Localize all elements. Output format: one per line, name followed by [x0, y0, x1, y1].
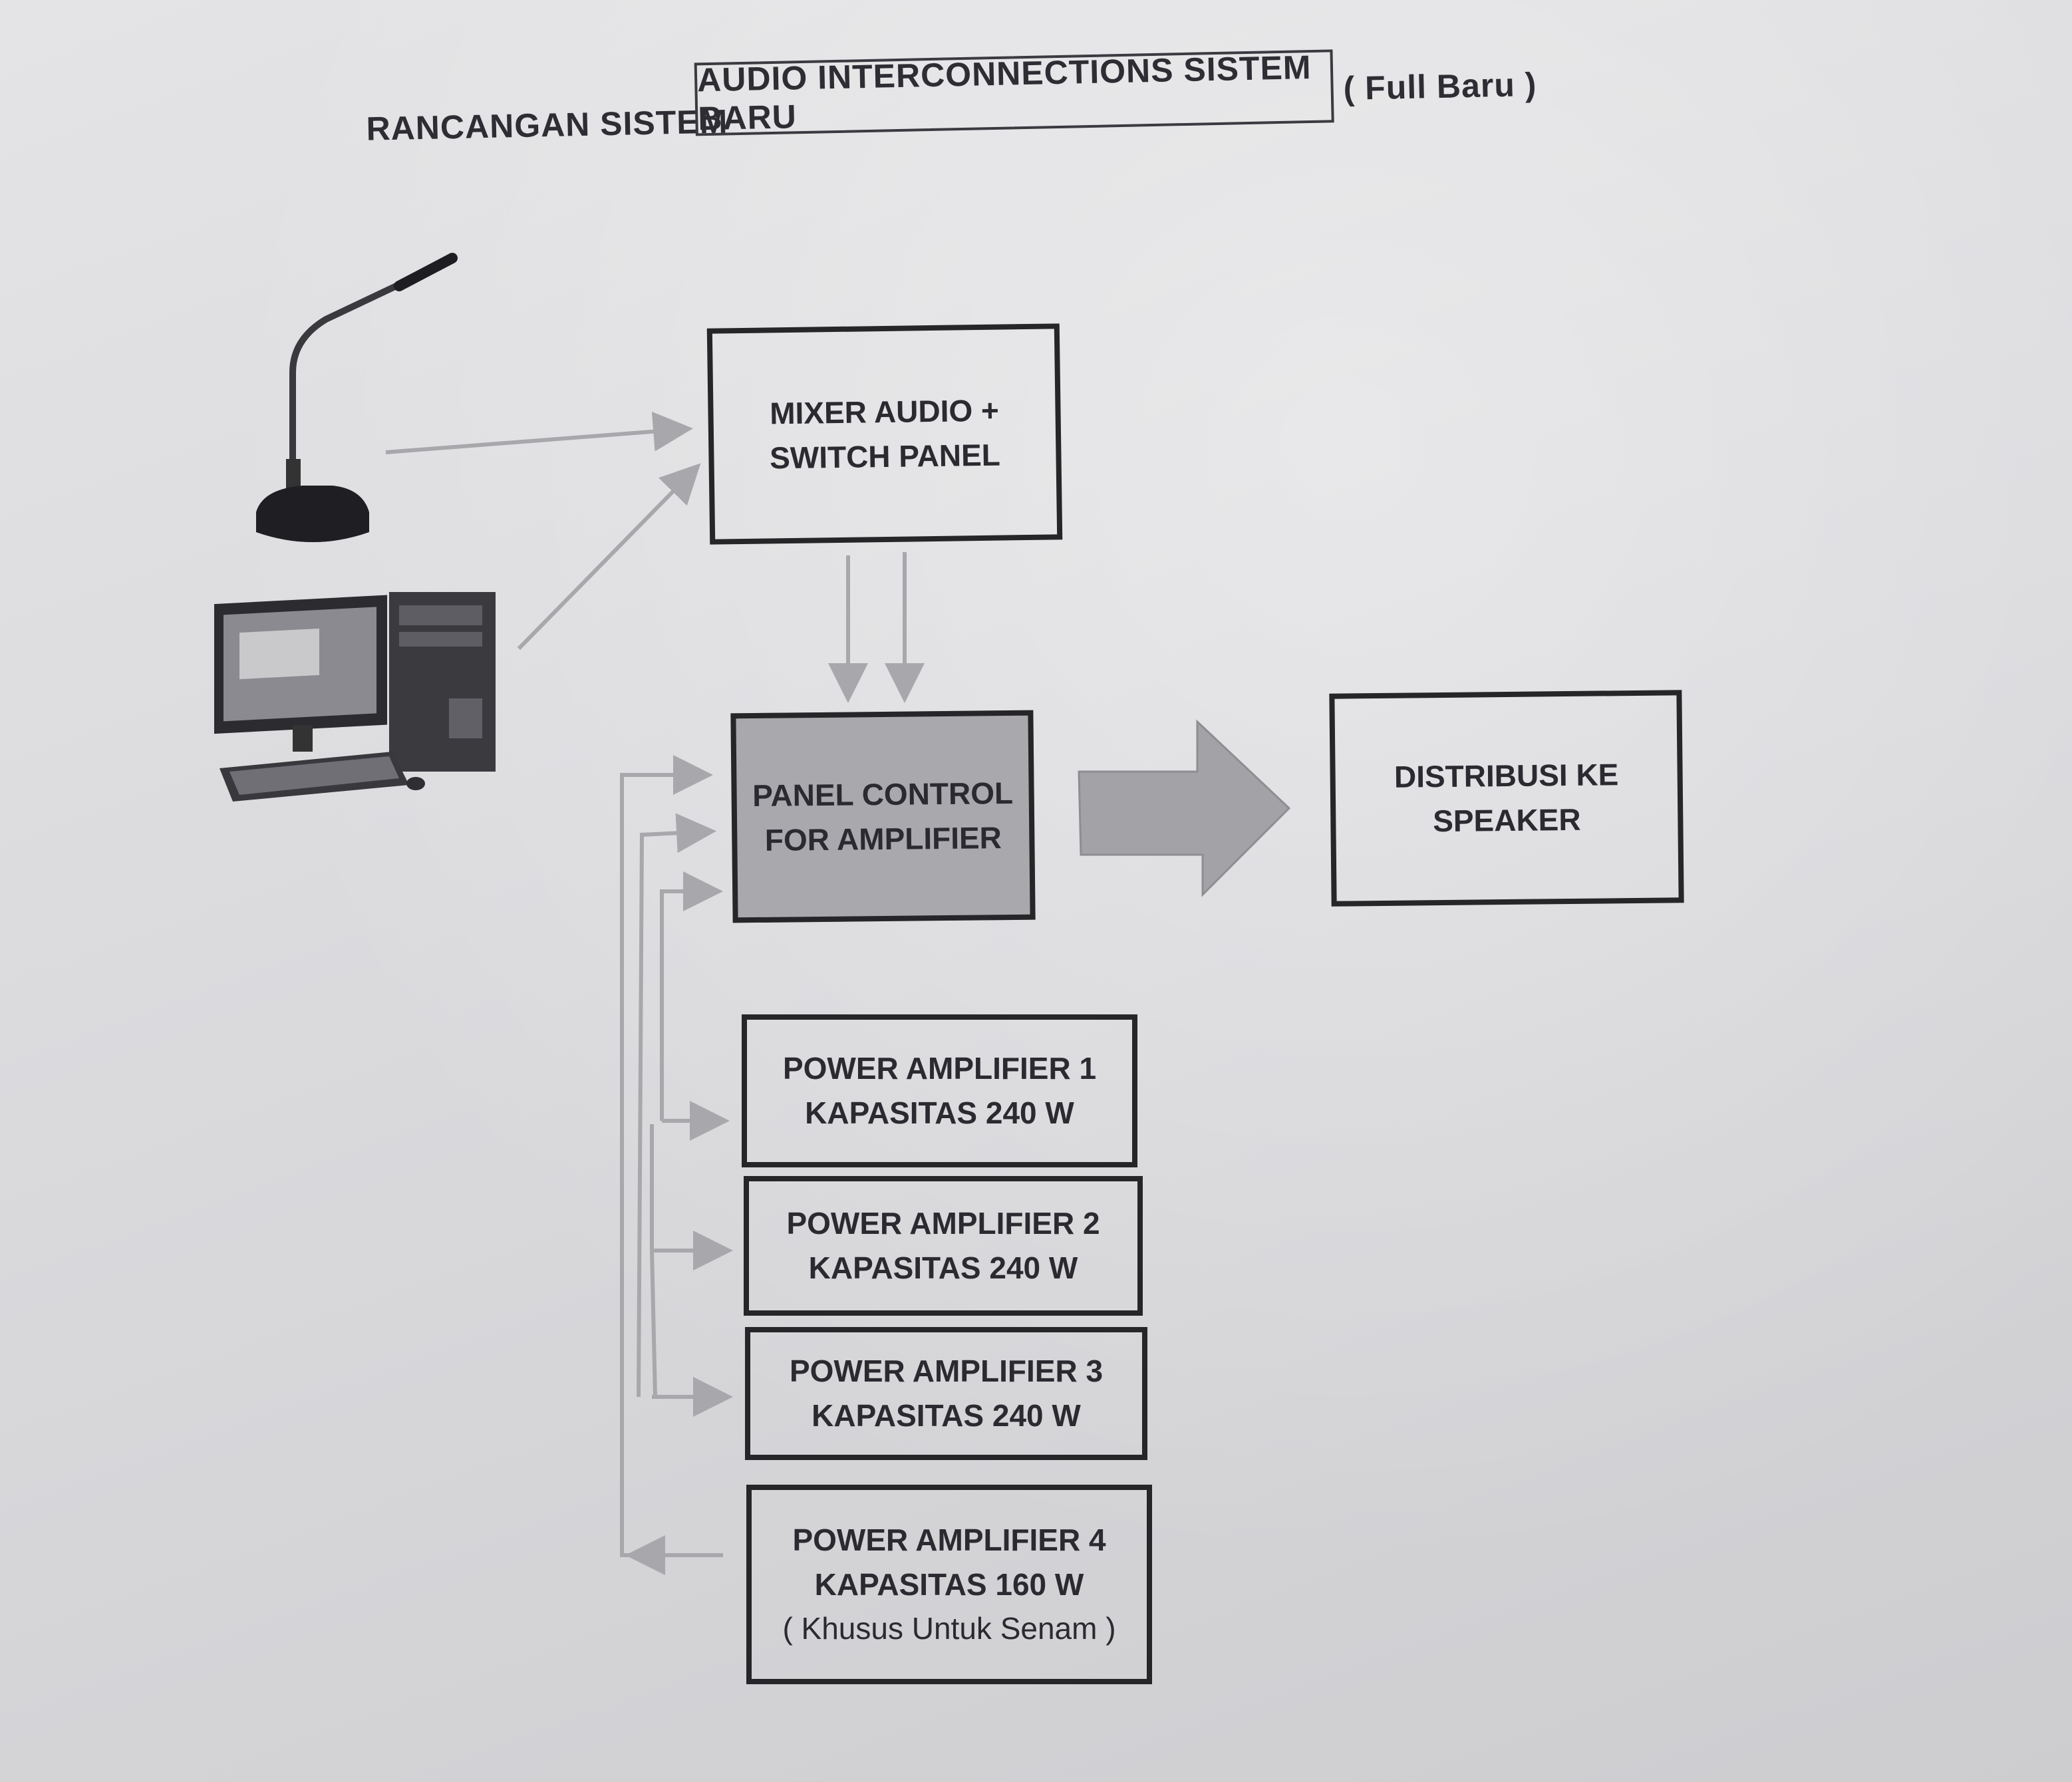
amp1-line-1: POWER AMPLIFIER 1	[782, 1051, 1097, 1086]
power-amplifier-4-node: POWER AMPLIFIER 4 KAPASITAS 160 W ( Khus…	[746, 1485, 1152, 1684]
distribution-line-1: DISTRIBUSI KE	[1394, 757, 1619, 795]
amp3-line-1: POWER AMPLIFIER 3	[789, 1354, 1104, 1389]
amp4-note: ( Khusus Untuk Senam )	[782, 1611, 1116, 1646]
panel-control-node: PANEL CONTROL FOR AMPLIFIER	[730, 710, 1036, 923]
big-arrow	[1078, 719, 1291, 897]
panel-line-1: PANEL CONTROL	[752, 775, 1014, 813]
amp3-line-2: KAPASITAS 240 W	[812, 1398, 1081, 1433]
distribution-line-2: SPEAKER	[1432, 802, 1581, 839]
amp4-line-1: POWER AMPLIFIER 4	[792, 1522, 1106, 1557]
panel-line-2: FOR AMPLIFIER	[764, 819, 1002, 857]
title-boxed-text: AUDIO INTERCONNECTIONS SISTEM BARU	[696, 49, 1312, 138]
power-amplifier-2-node: POWER AMPLIFIER 2 KAPASITAS 240 W	[744, 1176, 1143, 1316]
amp2-line-1: POWER AMPLIFIER 2	[786, 1206, 1100, 1241]
amp4-line-2: KAPASITAS 160 W	[814, 1566, 1084, 1602]
mixer-line-1: MIXER AUDIO +	[769, 392, 1000, 431]
speaker-distribution-node: DISTRIBUSI KE SPEAKER	[1329, 690, 1684, 907]
amp1-line-2: KAPASITAS 240 W	[805, 1096, 1074, 1130]
computer-icon	[214, 592, 496, 802]
title-prefix: RANCANGAN SISTEM	[366, 102, 728, 148]
power-amplifier-1-node: POWER AMPLIFIER 1 KAPASITAS 240 W	[742, 1014, 1137, 1167]
title-suffix: ( Full Baru )	[1343, 65, 1537, 107]
mixer-line-2: SWITCH PANEL	[769, 437, 1001, 475]
title-boxed-label: AUDIO INTERCONNECTIONS SISTEM BARU	[694, 49, 1334, 138]
power-amplifier-3-node: POWER AMPLIFIER 3 KAPASITAS 240 W	[745, 1327, 1147, 1460]
amp2-line-2: KAPASITAS 240 W	[808, 1251, 1078, 1285]
microphone-icon	[256, 253, 458, 542]
mixer-audio-node: MIXER AUDIO + SWITCH PANEL	[706, 323, 1063, 545]
